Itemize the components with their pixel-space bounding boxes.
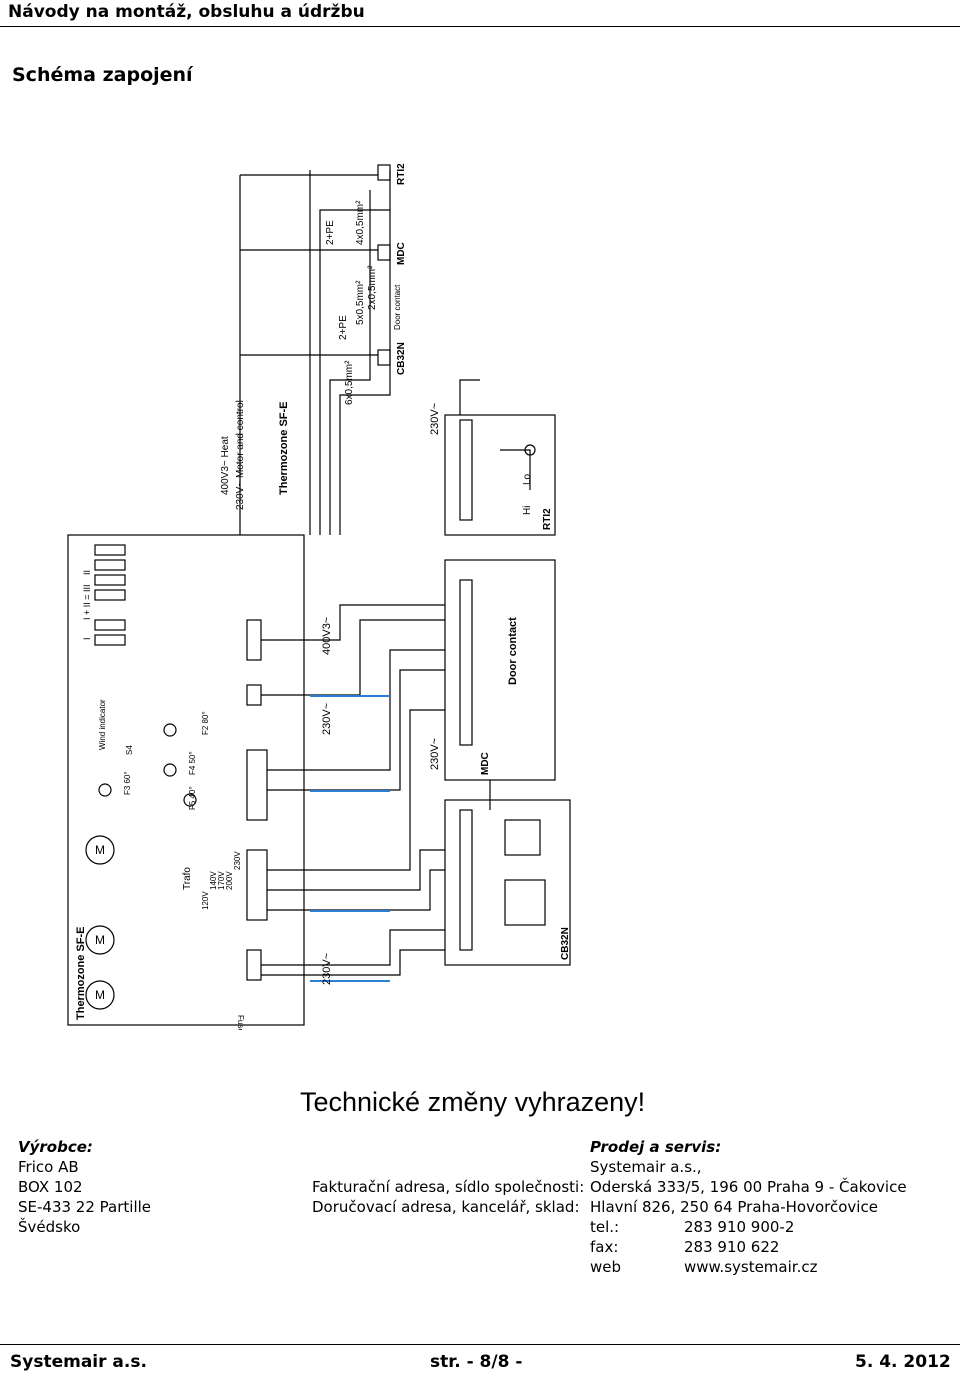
- technical-changes-notice: Technické změny vyhrazeny!: [300, 1087, 646, 1117]
- address-labels-block: Fakturační adresa, sídlo společnosti: Do…: [312, 1177, 584, 1217]
- label-cable-2x: 2x0,5mm²: [367, 265, 378, 310]
- label-400v: 400V3~: [321, 617, 333, 655]
- label-fuse: Fuse: [236, 1015, 245, 1030]
- label-unit-main: Thermozone SF-E: [75, 926, 87, 1020]
- footer-date: 5. 4. 2012: [855, 1352, 951, 1372]
- manufacturer-block: Výrobce: Frico AB BOX 102 SE-433 22 Part…: [18, 1137, 151, 1237]
- label-mdc-top: MDC: [396, 242, 407, 265]
- label-rti2-top: RTI2: [396, 163, 407, 185]
- label-s4: S4: [125, 745, 134, 755]
- label-230v-a: 230V~: [429, 403, 441, 435]
- label-hi: Hi: [522, 506, 533, 515]
- label-door-contact: Door contact: [507, 617, 519, 685]
- footer-divider: [0, 1344, 960, 1345]
- unit-box-main: [67, 534, 305, 1026]
- label-trafo: Trafo: [182, 867, 193, 890]
- contact-label: tel.:: [590, 1218, 620, 1236]
- section-title: Schéma zapojení: [12, 64, 193, 86]
- contact-row-tel: tel.: 283 910 900-2: [590, 1217, 907, 1237]
- label-wind: Wind indicator: [98, 699, 107, 750]
- label-stage-b: II: [82, 570, 92, 575]
- label-cb32n: CB32N: [560, 927, 571, 960]
- label-rti2: RTI2: [542, 508, 553, 530]
- label-stage-a: I + II = III: [82, 584, 92, 620]
- label-tap-140: 140V: [209, 871, 218, 890]
- contact-row-web: web www.systemair.cz: [590, 1257, 907, 1277]
- label-tap-120: 120V: [201, 891, 210, 910]
- label-motor-1: M: [95, 843, 105, 857]
- motor-2: [85, 925, 115, 955]
- label-tap-170: 170V: [217, 871, 226, 890]
- cb32n-box: [444, 799, 571, 966]
- contact-label: web: [590, 1258, 622, 1276]
- contact-label: fax:: [590, 1238, 619, 1256]
- dealer-block: Prodej a servis: Systemair a.s., Oderská…: [590, 1137, 907, 1277]
- manufacturer-line: Švédsko: [18, 1218, 81, 1236]
- header-divider: [0, 26, 960, 27]
- label-unit-power: Thermozone SF-E: [278, 401, 290, 495]
- label-mdc: MDC: [480, 752, 491, 775]
- contact-value[interactable]: www.systemair.cz: [684, 1258, 818, 1276]
- label-door-contact-small: Door contact: [393, 284, 402, 330]
- wiring-diagram: Thermozone SF-E Thermozone SF-E 400V3~ H…: [67, 163, 571, 1030]
- dealer-billing-address: Oderská 333/5, 196 00 Praha 9 - Čakovice: [590, 1178, 907, 1196]
- manufacturer-line: SE-433 22 Partille: [18, 1198, 152, 1216]
- label-motor-2: M: [95, 933, 105, 947]
- billing-address-label: Fakturační adresa, sídlo společnosti:: [312, 1178, 585, 1196]
- label-230v-d: 230V~: [321, 953, 333, 985]
- label-supply-heat: 400V3~ Heat: [220, 436, 231, 495]
- label-cable-4x: 4x0,5mm²: [355, 200, 366, 245]
- motor-1: [85, 835, 115, 865]
- dealer-heading: Prodej a servis:: [590, 1138, 722, 1156]
- cb32n-device: [377, 349, 391, 366]
- footer-page-number: str. - 8/8 -: [430, 1352, 523, 1372]
- rti2-box: [444, 414, 556, 536]
- label-f4: F2 80°: [201, 711, 210, 735]
- label-lo: Lo: [522, 473, 533, 485]
- label-f3: F5 40°: [188, 786, 197, 810]
- mdc-box: [444, 559, 556, 781]
- label-tap-200: 200V: [225, 871, 234, 890]
- footer-company: Systemair a.s.: [10, 1352, 147, 1372]
- contact-row-fax: fax: 283 910 622: [590, 1237, 907, 1257]
- label-f1: F3 60°: [123, 771, 132, 795]
- dealer-delivery-address: Hlavní 826, 250 64 Praha-Hovorčovice: [590, 1198, 878, 1216]
- label-supply-motor: 230V~ Motor and control: [235, 400, 246, 510]
- manufacturer-line: Frico AB: [18, 1158, 79, 1176]
- label-stage-c: I: [82, 637, 92, 640]
- label-230v-c: 230V~: [321, 703, 333, 735]
- mdc-device: [377, 244, 391, 261]
- label-pe-1: 2+PE: [338, 315, 349, 340]
- motor-3: [85, 980, 115, 1010]
- document-header-title: Návody na montáž, obsluhu a údržbu: [8, 2, 365, 22]
- label-230v-b: 230V~: [429, 738, 441, 770]
- manufacturer-heading: Výrobce:: [18, 1138, 93, 1156]
- contact-value: 283 910 900-2: [684, 1218, 795, 1236]
- label-f2: F4 50°: [188, 751, 197, 775]
- label-pe-2: 2+PE: [325, 220, 336, 245]
- label-cable-6x: 6x0,5mm²: [344, 360, 355, 405]
- dealer-name: Systemair a.s.,: [590, 1158, 702, 1176]
- label-cable-5x: 5x0,5mm²: [355, 280, 366, 325]
- label-tap-230: 230V: [233, 851, 242, 870]
- rti2-device: [377, 164, 391, 181]
- label-cb32n-top: CB32N: [396, 342, 407, 375]
- manufacturer-line: BOX 102: [18, 1178, 83, 1196]
- delivery-address-label: Doručovací adresa, kancelář, sklad:: [312, 1198, 580, 1216]
- contact-value: 283 910 622: [684, 1238, 780, 1256]
- label-motor-3: M: [95, 988, 105, 1002]
